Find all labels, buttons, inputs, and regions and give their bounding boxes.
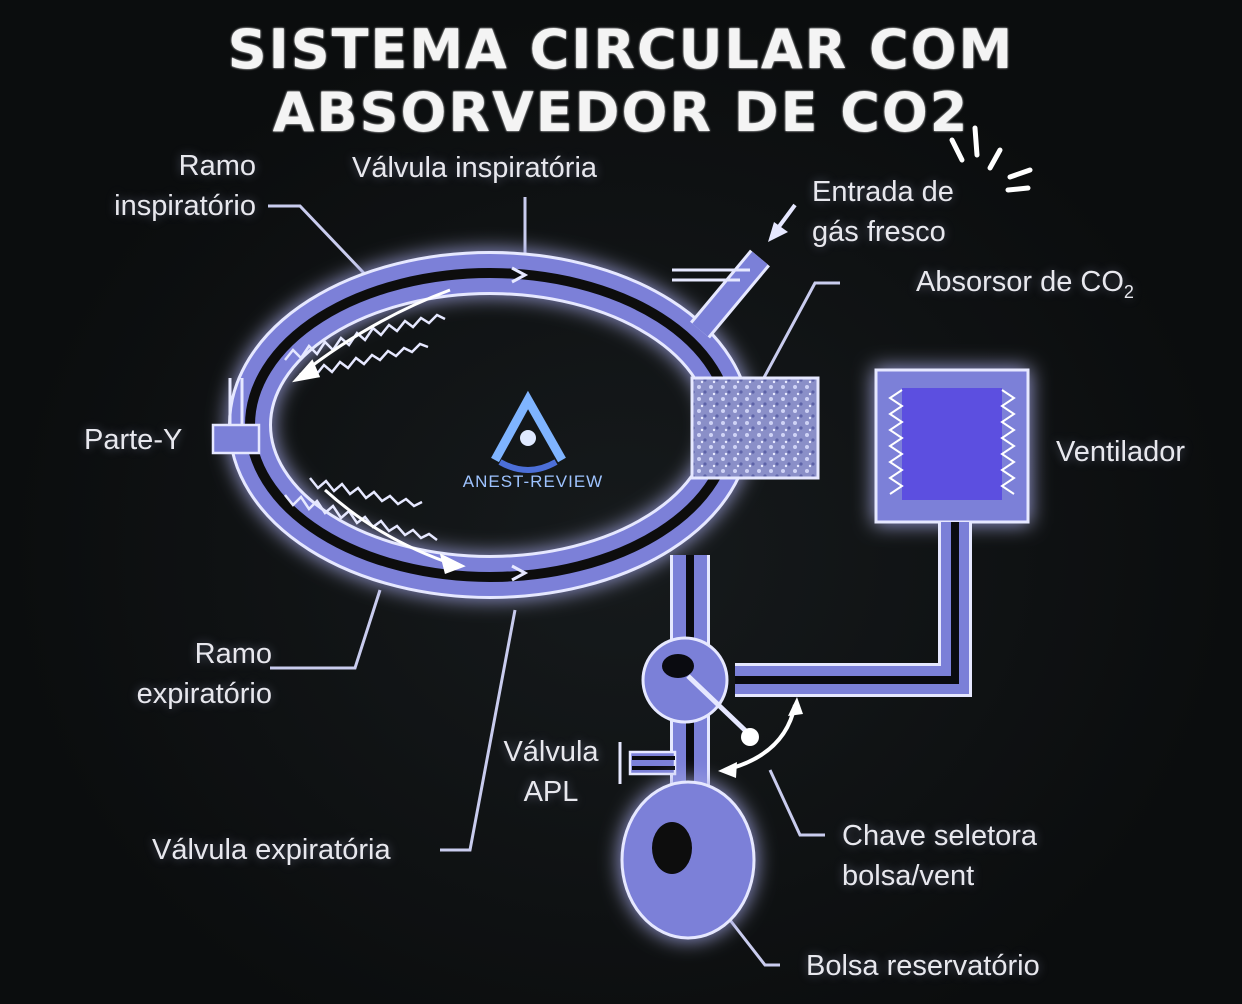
expiratory-valve bbox=[511, 564, 529, 582]
sparkle-icon bbox=[949, 125, 1033, 193]
inspiratory-valve bbox=[511, 266, 529, 284]
fresh-gas-inlet bbox=[672, 203, 797, 339]
anest-review-logo-icon bbox=[491, 390, 566, 473]
flow-arrows bbox=[291, 288, 466, 574]
label-co2-absorber: Absorsor de CO2 bbox=[916, 266, 1134, 302]
label-apl-valve: Válvula APL bbox=[503, 736, 599, 808]
apl-valve bbox=[618, 742, 677, 784]
label-inspiratory-valve: Válvula inspiratória bbox=[352, 152, 598, 184]
label-inspiratory-limb: Ramo inspiratório bbox=[114, 150, 256, 222]
label-fresh-gas-inlet: Entrada de gás fresco bbox=[812, 176, 954, 248]
co2-absorber bbox=[690, 376, 820, 480]
leader-lines bbox=[215, 197, 840, 967]
y-piece bbox=[211, 378, 261, 455]
circuit-ring bbox=[228, 251, 752, 599]
label-reservoir-bag: Bolsa reservatório bbox=[806, 950, 1040, 982]
brand-name: ANEST-REVIEW bbox=[462, 472, 604, 491]
reservoir-bag bbox=[620, 780, 756, 940]
ventilator bbox=[874, 368, 1030, 524]
label-expiratory-limb: Ramo expiratório bbox=[136, 638, 272, 710]
label-ventilator: Ventilador bbox=[1056, 436, 1185, 468]
selector-switch bbox=[641, 636, 803, 778]
page-title: SISTEMA CIRCULAR COM ABSORVEDOR DE CO2 bbox=[227, 18, 1015, 144]
ventilator-hose bbox=[735, 522, 972, 697]
label-expiratory-valve: Válvula expiratória bbox=[152, 834, 391, 866]
label-selector-switch: Chave seletora bolsa/vent bbox=[842, 820, 1038, 892]
label-y-piece: Parte-Y bbox=[84, 424, 183, 456]
